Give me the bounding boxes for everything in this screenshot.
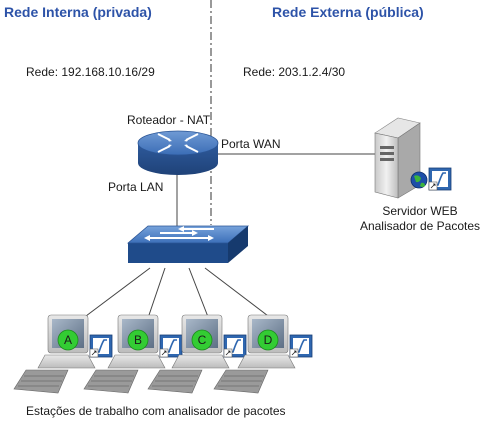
globe-icon: [410, 171, 428, 189]
server-label-line1: Servidor WEB: [382, 204, 458, 218]
router-icon: [137, 130, 219, 175]
station-links: [77, 267, 277, 323]
workstation-b: [83, 314, 183, 394]
station-label-b: B: [134, 333, 142, 347]
station-label-c: C: [198, 333, 207, 347]
router-port-lan-label: Porta LAN: [108, 180, 164, 194]
server-label-line2: Analisador de Pacotes: [359, 219, 481, 233]
station-label-d: D: [264, 333, 273, 347]
stations-caption: Estações de trabalho com analisador de p…: [26, 404, 286, 418]
router-port-wan-label: Porta WAN: [221, 137, 281, 151]
internal-network-address: Rede: 192.168.10.16/29: [26, 65, 155, 79]
workstation-c: [147, 314, 247, 394]
workstation-a: [13, 314, 113, 394]
server-packet-analyzer-icon: [428, 167, 452, 191]
router-label: Roteador - NAT: [127, 113, 211, 127]
internal-network-header: Rede Interna (privada): [4, 4, 152, 20]
external-network-header: Rede Externa (pública): [272, 4, 424, 20]
workstation-d: [213, 314, 313, 394]
station-label-a: A: [64, 333, 72, 347]
switch-icon: [126, 225, 250, 263]
external-network-address: Rede: 203.1.2.4/30: [243, 65, 346, 79]
